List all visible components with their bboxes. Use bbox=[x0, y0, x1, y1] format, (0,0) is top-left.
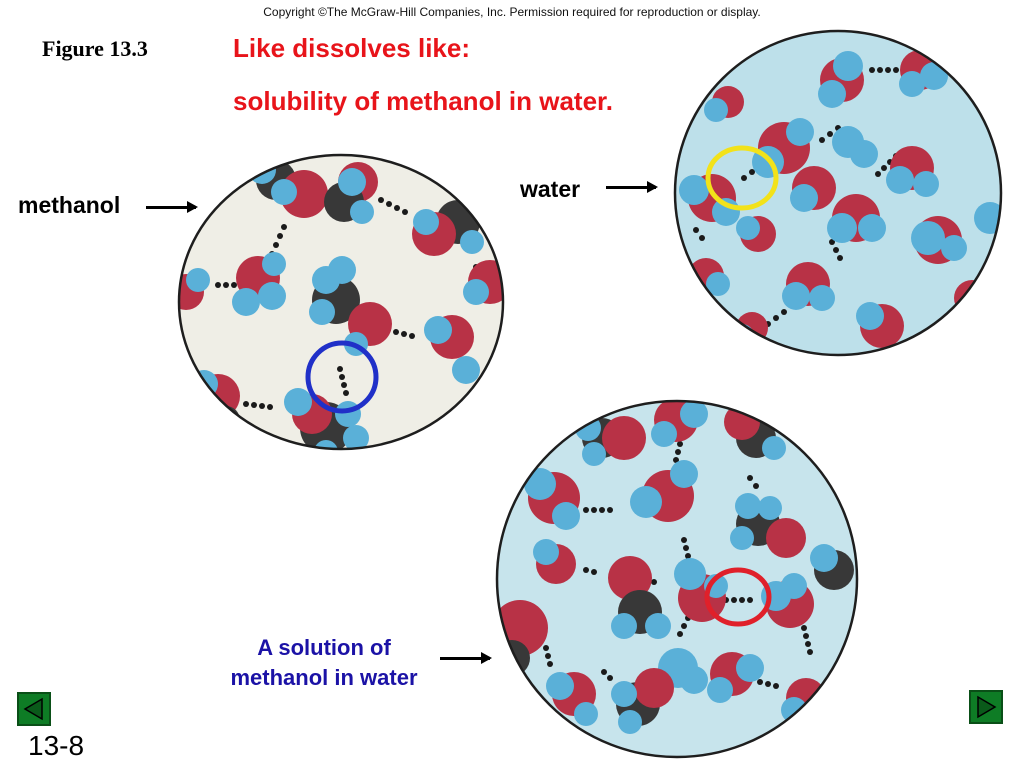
next-slide-button[interactable] bbox=[969, 690, 1003, 724]
triangle-left-icon bbox=[23, 697, 43, 721]
figure-label: Figure 13.3 bbox=[42, 36, 148, 61]
water-arrow bbox=[606, 181, 658, 193]
methanol-label: methanol bbox=[18, 192, 121, 218]
methanol-molecules-illustration bbox=[177, 153, 505, 451]
solution-arrow bbox=[440, 652, 492, 664]
hydrogen-bond-highlight-yellow bbox=[705, 145, 779, 211]
triangle-right-icon bbox=[977, 695, 997, 719]
methanol-arrow bbox=[146, 201, 198, 213]
solution-molecules-illustration bbox=[495, 399, 859, 759]
solution-label-line-2: methanol in water bbox=[230, 665, 418, 690]
title-line-2: solubility of methanol in water. bbox=[233, 86, 613, 116]
copyright-notice: Copyright ©The McGraw-Hill Companies, In… bbox=[263, 5, 761, 19]
title-line-1: Like dissolves like: bbox=[233, 33, 471, 63]
water-molecules-illustration bbox=[673, 29, 1003, 357]
hydrogen-bond-highlight-red bbox=[704, 567, 772, 627]
hydrogen-bond-highlight-blue bbox=[305, 340, 379, 414]
water-label: water bbox=[520, 176, 581, 202]
solution-label: A solution of methanol in water bbox=[204, 633, 444, 693]
solution-label-line-1: A solution of bbox=[257, 635, 391, 660]
slide-number: 13-8 bbox=[28, 730, 85, 761]
previous-slide-button[interactable] bbox=[17, 692, 51, 726]
